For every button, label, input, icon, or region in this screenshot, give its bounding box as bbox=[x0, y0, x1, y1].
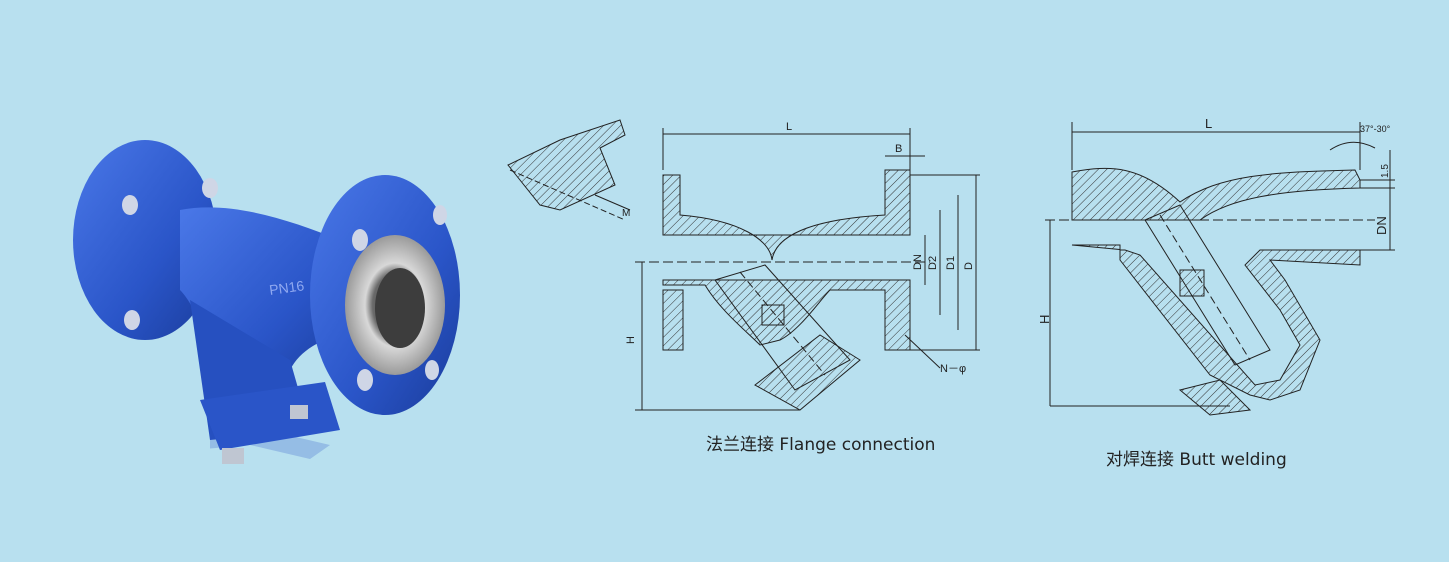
butt-caption: 对焊连接 Butt welding bbox=[1106, 450, 1287, 470]
butt-dim-angle: 37°-30° bbox=[1360, 124, 1391, 134]
flange-dim-L: L bbox=[786, 121, 792, 133]
flange-dim-N: N－φ bbox=[940, 363, 966, 375]
flange-dim-DN: DN bbox=[912, 254, 924, 270]
pn-marking: PN16 bbox=[268, 277, 305, 298]
flange-connection-drawing: M L B H D D1 D2 DN N－φ bbox=[507, 119, 980, 411]
flange-dim-D1: D1 bbox=[945, 256, 957, 270]
y-strainer-photo: PN16 bbox=[73, 140, 460, 464]
flange-dim-B: B bbox=[895, 143, 902, 155]
butt-dim-DN: DN bbox=[1374, 216, 1389, 235]
butt-welding-drawing: L 37°-30° H 1.5 DN bbox=[1037, 116, 1395, 416]
flange-dim-D2: D2 bbox=[927, 256, 939, 270]
flange-dim-H: H bbox=[625, 336, 637, 344]
flange-caption: 法兰连接 Flange connection bbox=[706, 435, 936, 455]
flange-dim-D: D bbox=[963, 262, 975, 270]
flange-dim-M: M bbox=[622, 208, 630, 219]
butt-dim-H: H bbox=[1037, 315, 1052, 324]
butt-dim-t: 1.5 bbox=[1380, 164, 1391, 178]
butt-dim-L: L bbox=[1205, 116, 1212, 131]
